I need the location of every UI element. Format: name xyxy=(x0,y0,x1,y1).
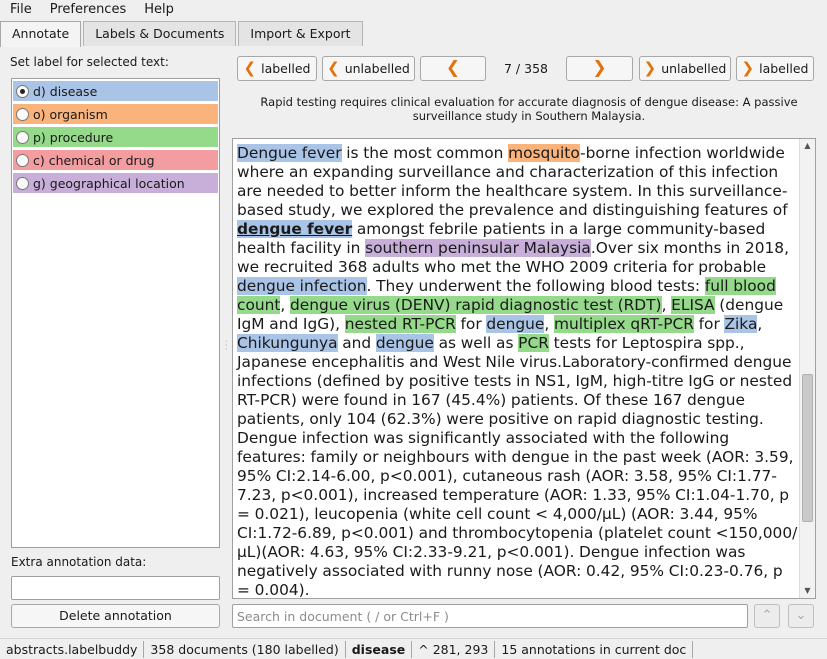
annotation-span-procedure[interactable]: ELISA xyxy=(671,296,715,314)
text-segment: -borne infection worldwide where an expa… xyxy=(237,144,788,219)
status-documents: 358 documents (180 labelled) xyxy=(144,640,346,658)
chevron-left-icon: ❮ xyxy=(445,58,461,78)
tab-bar: Annotate Labels & Documents Import & Exp… xyxy=(0,21,365,47)
text-segment: , xyxy=(544,315,554,333)
annotation-span-disease[interactable]: dengue xyxy=(375,334,434,352)
document-text-area[interactable]: Dengue fever is the most common mosquito… xyxy=(232,138,816,599)
next-labelled-button[interactable]: ❯ labelled xyxy=(736,56,814,81)
menu-help[interactable]: Help xyxy=(144,2,174,17)
text-segment: . They underwent the following blood tes… xyxy=(366,277,705,295)
text-segment: amongst febrile patients in a large comm… xyxy=(237,220,766,257)
next-document-button[interactable]: ❯ xyxy=(566,56,633,81)
arrow-up-icon: ⌃ xyxy=(761,608,773,623)
annotation-span-disease[interactable]: dengue xyxy=(486,315,545,333)
prev-labelled-button[interactable]: ❮ labelled xyxy=(237,56,317,81)
annotation-span-disease[interactable]: dengue fever xyxy=(237,220,353,238)
menu-file[interactable]: File xyxy=(10,2,32,17)
document-counter: 7 / 358 xyxy=(504,61,548,76)
text-segment: for xyxy=(455,315,487,333)
text-segment: , xyxy=(757,315,763,333)
radio-button[interactable] xyxy=(16,107,29,121)
text-segment: and xyxy=(337,334,376,352)
splitter-handle[interactable]: ··· xyxy=(225,337,228,354)
radio-button[interactable] xyxy=(16,153,29,167)
chevron-left-icon: ❮ xyxy=(327,59,340,77)
label-option-text: d) disease xyxy=(33,83,98,99)
status-cursor-position: ^ 281, 293 xyxy=(412,640,496,658)
labels-panel: Set label for selected text: d) disease o… xyxy=(10,55,220,548)
label-option[interactable]: d) disease xyxy=(13,81,218,101)
annotation-span-disease[interactable]: dengue infection xyxy=(237,277,367,295)
label-option[interactable]: p) procedure xyxy=(13,127,218,147)
annotation-span-organism[interactable]: mosquito xyxy=(508,144,581,162)
label-option-text: g) geographical location xyxy=(33,175,185,191)
radio-button[interactable] xyxy=(16,84,29,98)
labels-panel-title: Set label for selected text: xyxy=(10,55,169,69)
label-option[interactable]: g) geographical location xyxy=(13,173,218,193)
annotation-span-procedure[interactable]: nested RT-PCR xyxy=(344,315,456,333)
search-input[interactable] xyxy=(232,604,748,628)
document-text[interactable]: Dengue fever is the most common mosquito… xyxy=(237,144,799,599)
tab-labels-documents[interactable]: Labels & Documents xyxy=(83,21,237,46)
menu-preferences[interactable]: Preferences xyxy=(49,2,127,17)
status-current-label: disease xyxy=(346,640,413,658)
text-segment: , xyxy=(661,296,672,314)
text-segment: as well as xyxy=(433,334,519,352)
annotation-span-disease[interactable]: Zika xyxy=(724,315,758,333)
scroll-up-icon[interactable]: ▲ xyxy=(804,141,811,150)
status-annotation-count: 15 annotations in current doc xyxy=(495,640,694,658)
scroll-down-icon[interactable]: ▼ xyxy=(804,586,811,595)
next-unlabelled-button[interactable]: ❯ unlabelled xyxy=(639,56,731,81)
prev-unlabelled-label: unlabelled xyxy=(344,61,410,76)
chevron-right-icon: ❯ xyxy=(741,59,755,77)
chevron-right-icon: ❯ xyxy=(643,59,657,77)
delete-annotation-button[interactable]: Delete annotation xyxy=(11,604,220,628)
next-labelled-label: labelled xyxy=(759,61,809,76)
status-file: abstracts.labelbuddy xyxy=(0,640,145,658)
annotation-span-disease[interactable]: Dengue fever xyxy=(237,144,342,162)
radio-button[interactable] xyxy=(16,130,29,144)
annotation-span-geo[interactable]: southern peninsular Malaysia xyxy=(365,239,591,257)
status-bar: abstracts.labelbuddy 358 documents (180 … xyxy=(0,638,827,659)
radio-button[interactable] xyxy=(16,176,29,190)
label-option-text: c) chemical or drug xyxy=(33,152,155,168)
text-segment: tests for Leptospira spp., Japanese ence… xyxy=(237,334,798,599)
text-segment: .Over six months in 2018, we recruited 3… xyxy=(237,239,789,276)
text-segment: , xyxy=(280,296,291,314)
search-prev-button[interactable]: ⌃ xyxy=(754,604,780,628)
extra-annotation-label: Extra annotation data: xyxy=(11,555,147,569)
prev-labelled-label: labelled xyxy=(261,61,311,76)
chevron-left-icon: ❮ xyxy=(243,59,257,77)
document-scrollbar[interactable]: ▲ ▼ xyxy=(799,139,815,598)
label-list: d) disease o) organism p) procedure c) chem… xyxy=(11,78,220,548)
text-segment: for xyxy=(693,315,725,333)
annotation-span-procedure[interactable]: multiplex qRT-PCR xyxy=(553,315,694,333)
arrow-down-icon: ⌄ xyxy=(795,608,807,623)
document-title: Rapid testing requires clinical evaluati… xyxy=(260,95,798,123)
label-option-text: o) organism xyxy=(33,106,108,122)
next-unlabelled-label: unlabelled xyxy=(661,61,727,76)
annotation-span-procedure[interactable]: PCR xyxy=(518,334,549,352)
text-segment: (dengue IgM and IgG), xyxy=(237,296,784,333)
prev-unlabelled-button[interactable]: ❮ unlabelled xyxy=(322,56,415,81)
annotation-span-disease[interactable]: Chikungunya xyxy=(237,334,338,352)
text-segment: is the most common xyxy=(341,144,509,162)
tab-import-export[interactable]: Import & Export xyxy=(238,21,363,46)
menu-bar: File Preferences Help xyxy=(0,0,827,20)
prev-document-button[interactable]: ❮ xyxy=(420,56,486,81)
tab-annotate[interactable]: Annotate xyxy=(0,21,82,47)
label-option[interactable]: c) chemical or drug xyxy=(13,150,218,170)
chevron-right-icon: ❯ xyxy=(592,58,607,78)
search-next-button[interactable]: ⌄ xyxy=(788,604,814,628)
label-option[interactable]: o) organism xyxy=(13,104,218,124)
extra-annotation-input[interactable] xyxy=(11,576,220,600)
annotation-span-procedure[interactable]: dengue virus (DENV) rapid diagnostic tes… xyxy=(290,296,662,314)
scrollbar-thumb[interactable] xyxy=(802,373,813,522)
label-option-text: p) procedure xyxy=(33,129,114,145)
